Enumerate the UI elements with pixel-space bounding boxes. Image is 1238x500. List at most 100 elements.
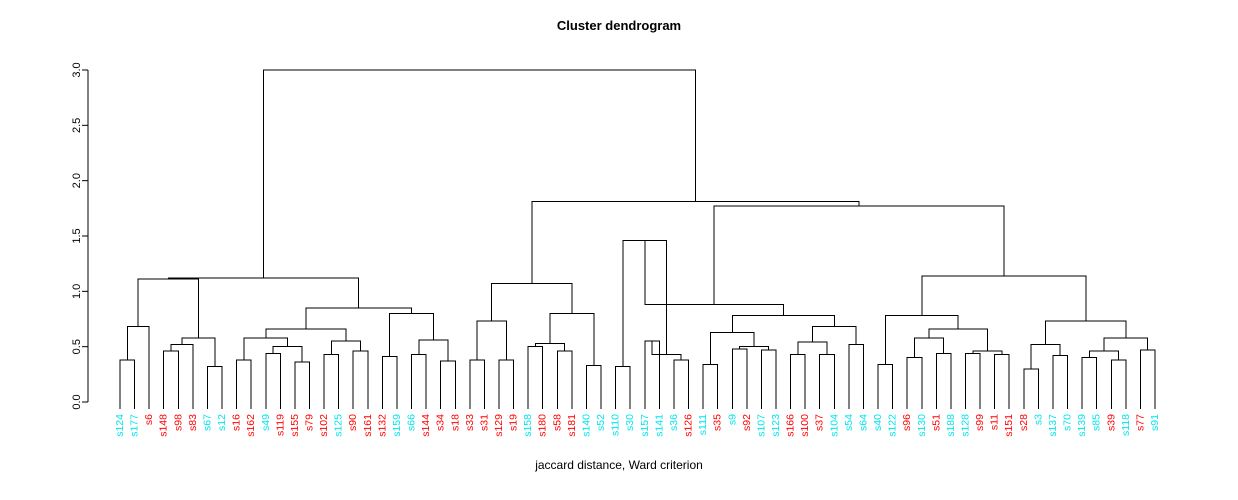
- dendrogram-link: [673, 359, 690, 402]
- leaf-label: s51: [930, 414, 942, 431]
- leaf-label: s11: [989, 414, 1001, 430]
- dendrogram-link: [1030, 343, 1061, 369]
- leaf-label: s107: [755, 414, 767, 437]
- dendrogram-link: [994, 353, 1010, 402]
- dendrogram-link: [491, 283, 573, 322]
- leaf-label: s98: [172, 414, 184, 431]
- leaf-label: s31: [478, 414, 490, 431]
- y-tick-label: 3.0: [71, 62, 83, 77]
- dendrogram-link: [811, 326, 857, 345]
- dendrogram-link: [964, 352, 981, 402]
- x-axis-label: jaccard distance, Ward criterion: [535, 458, 703, 472]
- leaf-label: s110: [610, 414, 622, 436]
- dendrogram-link: [585, 364, 602, 402]
- dendrogram-link: [440, 360, 456, 402]
- dendrogram-link: [1088, 350, 1120, 360]
- leaf-label: s58: [551, 414, 563, 431]
- dendrogram-link: [469, 359, 485, 402]
- dendrogram-link: [272, 346, 303, 363]
- leaf-label: s151: [1003, 414, 1015, 437]
- leaf-label: s161: [362, 414, 374, 437]
- leaf-label: s119: [274, 414, 286, 436]
- dendrogram-link: [1081, 357, 1098, 402]
- leaf-label: s40: [872, 414, 884, 431]
- leaf-label: s16: [231, 414, 243, 431]
- leaf-label: s132: [376, 414, 388, 437]
- dendrogram-link: [352, 350, 369, 402]
- leaf-label: s70: [1062, 414, 1074, 431]
- dendrogram-link: [1139, 349, 1156, 402]
- y-tick-label: 0.0: [71, 394, 83, 409]
- dendrogram-link: [549, 312, 595, 366]
- leaf-label: s12: [216, 414, 228, 431]
- leaf-label: s90: [347, 414, 359, 431]
- leaf-label: s162: [245, 414, 257, 437]
- y-axis: 0.00.51.01.52.02.53.0: [71, 62, 89, 410]
- dendrogram-link: [848, 343, 864, 402]
- leaf-label: s126: [683, 414, 695, 437]
- dendrogram-link: [119, 359, 136, 402]
- dendrogram-link: [476, 320, 507, 360]
- leaf-label: s64: [857, 414, 869, 431]
- leaf-label: s123: [770, 414, 782, 437]
- leaf-label: s37: [814, 414, 826, 431]
- leaf-label: s9: [726, 414, 738, 425]
- leaf-label: s144: [420, 414, 432, 437]
- leaf-label: s141: [653, 414, 665, 437]
- dendrogram-link: [644, 340, 660, 402]
- dendrogram-link: [739, 346, 770, 350]
- dendrogram-link: [170, 343, 194, 402]
- leaf-label: s129: [493, 414, 505, 437]
- dendrogram-link: [1110, 359, 1127, 402]
- leaf-label: s130: [916, 414, 928, 437]
- leaf-label: s124: [114, 414, 126, 437]
- dendrogram-link: [906, 357, 923, 402]
- dendrogram-link: [790, 353, 806, 402]
- dendrogram-link: [760, 349, 777, 402]
- leaf-label: s181: [566, 414, 578, 437]
- dendrogram-link: [877, 363, 894, 402]
- leaf-label: s30: [624, 414, 636, 431]
- leaf-label: s122: [887, 414, 899, 437]
- leaf-label: s92: [741, 414, 753, 431]
- dendrogram-link: [819, 353, 835, 402]
- dendrogram-link: [702, 363, 719, 402]
- dendrogram-link: [921, 275, 1087, 322]
- dendrogram-link: [913, 337, 945, 358]
- leaf-label: s39: [1105, 414, 1117, 431]
- dendrogram-link: [206, 366, 223, 402]
- leaf-label: s139: [1076, 414, 1088, 437]
- leaf-label: s159: [391, 414, 403, 437]
- leaf-label: s35: [712, 414, 724, 431]
- y-tick-label: 1.5: [71, 228, 83, 243]
- dendrogram-link: [615, 366, 631, 402]
- dendrogram-link: [265, 328, 347, 342]
- leaf-label: s85: [1091, 414, 1103, 431]
- leaf-label: s33: [464, 414, 476, 431]
- y-tick-label: 1.0: [71, 284, 83, 299]
- leaf-label: s66: [406, 414, 418, 431]
- leaf-label: s49: [260, 414, 272, 431]
- leaf-label: s83: [187, 414, 199, 431]
- dendrogram-link: [1052, 355, 1069, 402]
- dendrogram-link: [236, 359, 252, 402]
- dendrogram-link: [713, 205, 1005, 305]
- leaf-label: s166: [785, 414, 797, 437]
- dendrogram-link: [381, 356, 398, 402]
- leaf-label: s148: [158, 414, 170, 437]
- dendrogram-link: [498, 359, 515, 402]
- dendrogram-link: [1103, 337, 1149, 352]
- y-tick-label: 0.5: [71, 339, 83, 354]
- leaf-label: s3: [1032, 414, 1044, 425]
- dendrogram-link: [534, 342, 566, 352]
- leaf-label: s52: [595, 414, 607, 431]
- dendrogram-link: [531, 201, 860, 284]
- dendrogram-link: [305, 307, 413, 329]
- dendrogram-link: [884, 315, 959, 365]
- leaf-label: s140: [580, 414, 592, 437]
- dendrogram-link: [797, 341, 828, 355]
- leaf-label: s137: [1047, 414, 1059, 437]
- dendrogram-link: [935, 352, 952, 402]
- leaf-label: s157: [639, 414, 651, 437]
